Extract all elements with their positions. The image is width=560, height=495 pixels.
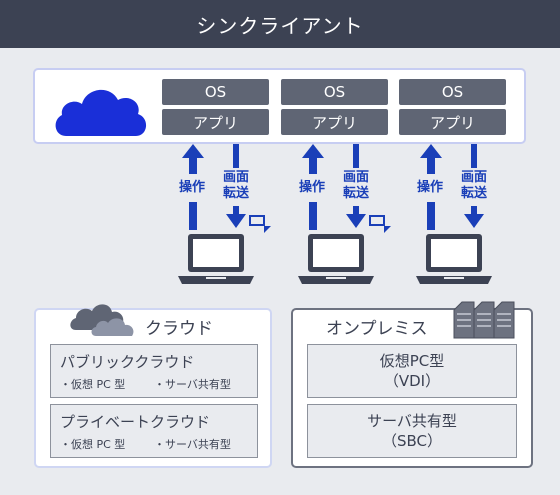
arrows-group	[416, 144, 496, 230]
sbc-line1: サーバ共有型	[367, 412, 457, 430]
private-cloud-sub2: ・サーバ共有型	[154, 438, 231, 451]
laptop-icon	[298, 234, 374, 284]
screen-transfer-label-2: 転送	[222, 186, 249, 201]
operation-label: 操作	[416, 180, 443, 195]
vdi-line1: 仮想PC型	[379, 352, 445, 370]
operation-label: 操作	[178, 180, 205, 195]
sbc-line2: （SBC）	[381, 432, 443, 450]
vdi-box: 仮想PC型 （VDI）	[307, 344, 517, 398]
private-cloud-box: プライベートクラウド ・仮想 PC 型 ・サーバ共有型	[50, 404, 258, 458]
vdi-line2: （VDI）	[383, 372, 441, 390]
server-rack-icon	[453, 301, 515, 339]
private-cloud-title: プライベートクラウド	[60, 413, 211, 431]
public-cloud-box: パブリッククラウド ・仮想 PC 型 ・サーバ共有型	[50, 344, 258, 398]
os-chip: OS	[399, 79, 506, 105]
screen-transfer-label-2: 転送	[460, 186, 487, 201]
screen-transfer-label-1: 画面	[342, 170, 369, 185]
private-cloud-sub1: ・仮想 PC 型	[60, 438, 126, 451]
operation-label: 操作	[298, 180, 325, 195]
arrows-group	[298, 144, 391, 233]
app-chip: アプリ	[281, 109, 388, 135]
os-chip: OS	[281, 79, 388, 105]
app-chip: アプリ	[399, 109, 506, 135]
screen-transfer-label-2: 転送	[342, 186, 369, 201]
arrows-group	[178, 144, 271, 233]
os-chip: OS	[162, 79, 269, 105]
public-cloud-title: パブリッククラウド	[60, 353, 195, 371]
sbc-box: サーバ共有型 （SBC）	[307, 404, 517, 458]
public-cloud-sub2: ・サーバ共有型	[154, 378, 231, 391]
page-title: シンクライアント	[0, 0, 560, 48]
cloud-icon	[55, 89, 147, 136]
laptop-icon	[178, 234, 254, 284]
public-cloud-sub1: ・仮想 PC 型	[60, 378, 126, 391]
app-chip: アプリ	[162, 109, 269, 135]
laptop-icon	[416, 234, 492, 284]
cloud-box-title: クラウド	[145, 319, 213, 339]
clouds-icon	[70, 304, 134, 336]
onprem-box-title: オンプレミス	[326, 319, 428, 339]
screen-transfer-label-1: 画面	[460, 170, 487, 185]
screen-transfer-label-1: 画面	[222, 170, 249, 185]
